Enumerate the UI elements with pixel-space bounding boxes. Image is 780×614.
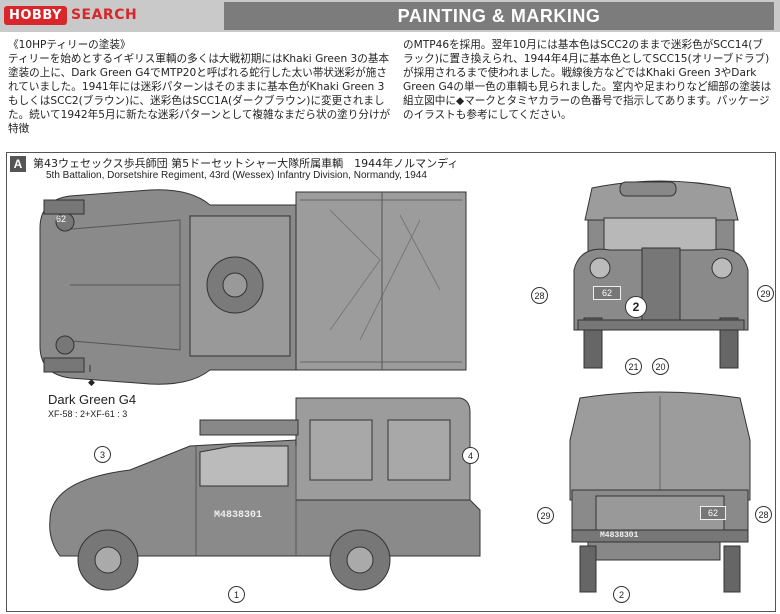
hobby-search-logo[interactable]: HOBBY SEARCH bbox=[4, 4, 137, 26]
callout-rear-bottom: 2 bbox=[613, 586, 630, 603]
unit-title-jp: 第43ウェセックス歩兵師団 第5ドーセットシャー大隊所属車輌 1944年ノルマン… bbox=[33, 157, 459, 170]
side-view-drawing bbox=[49, 397, 481, 591]
intro-left-text: ティリーを始めとするイギリス軍輌の多くは大戦初期にはKhaki Green 3の… bbox=[8, 53, 391, 135]
callout-side-front-wheel: 3 bbox=[94, 446, 111, 463]
section-letter: A bbox=[10, 156, 26, 172]
paint-color-mix: XF-58 : 2+XF-61 : 3 bbox=[48, 409, 128, 419]
callout-side-door: 1 bbox=[228, 586, 245, 603]
top-tactical-number: 62 bbox=[56, 214, 67, 224]
logo-search-text: SEARCH bbox=[70, 7, 138, 23]
side-registration-marking: M4838301 bbox=[214, 510, 263, 521]
pointer-icon: ◆ bbox=[88, 378, 95, 388]
callout-side-canvas: 4 bbox=[462, 447, 479, 464]
callout-rear-right: 28 bbox=[755, 506, 772, 523]
intro-left-column: 《10HPティリーの塗装》 ティリーを始めとするイギリス軍輌の多くは大戦初期には… bbox=[8, 38, 391, 136]
callout-front-left: 28 bbox=[531, 287, 548, 304]
section-a-frame bbox=[6, 152, 776, 612]
rear-tactical-number: 62 bbox=[700, 506, 726, 520]
paint-color-name: Dark Green G4 bbox=[48, 392, 137, 407]
intro-heading: 《10HPティリーの塗装》 bbox=[8, 39, 131, 51]
rear-registration-marking: M4838301 bbox=[600, 531, 639, 540]
top-view-drawing bbox=[39, 189, 467, 385]
callout-front-center: 2 bbox=[625, 296, 647, 318]
callout-front-bottom-right: 20 bbox=[652, 358, 669, 375]
intro-right-text: のMTP46を採用。翌年10月には基本色はSCC2のままで迷彩色がSCC14(ブ… bbox=[403, 39, 772, 121]
callout-front-bottom-left: 21 bbox=[625, 358, 642, 375]
front-tactical-number: 62 bbox=[593, 286, 621, 300]
rear-view-drawing bbox=[569, 391, 751, 593]
intro-right-column: のMTP46を採用。翌年10月には基本色はSCC2のままで迷彩色がSCC14(ブ… bbox=[403, 38, 773, 122]
unit-title-en: 5th Battalion, Dorsetshire Regiment, 43r… bbox=[46, 170, 427, 181]
logo-hobby-text: HOBBY bbox=[4, 5, 67, 25]
callout-rear-left: 29 bbox=[537, 507, 554, 524]
callout-front-right: 29 bbox=[757, 285, 774, 302]
page-title: PAINTING & MARKING bbox=[224, 2, 774, 30]
front-view-drawing bbox=[573, 180, 749, 369]
